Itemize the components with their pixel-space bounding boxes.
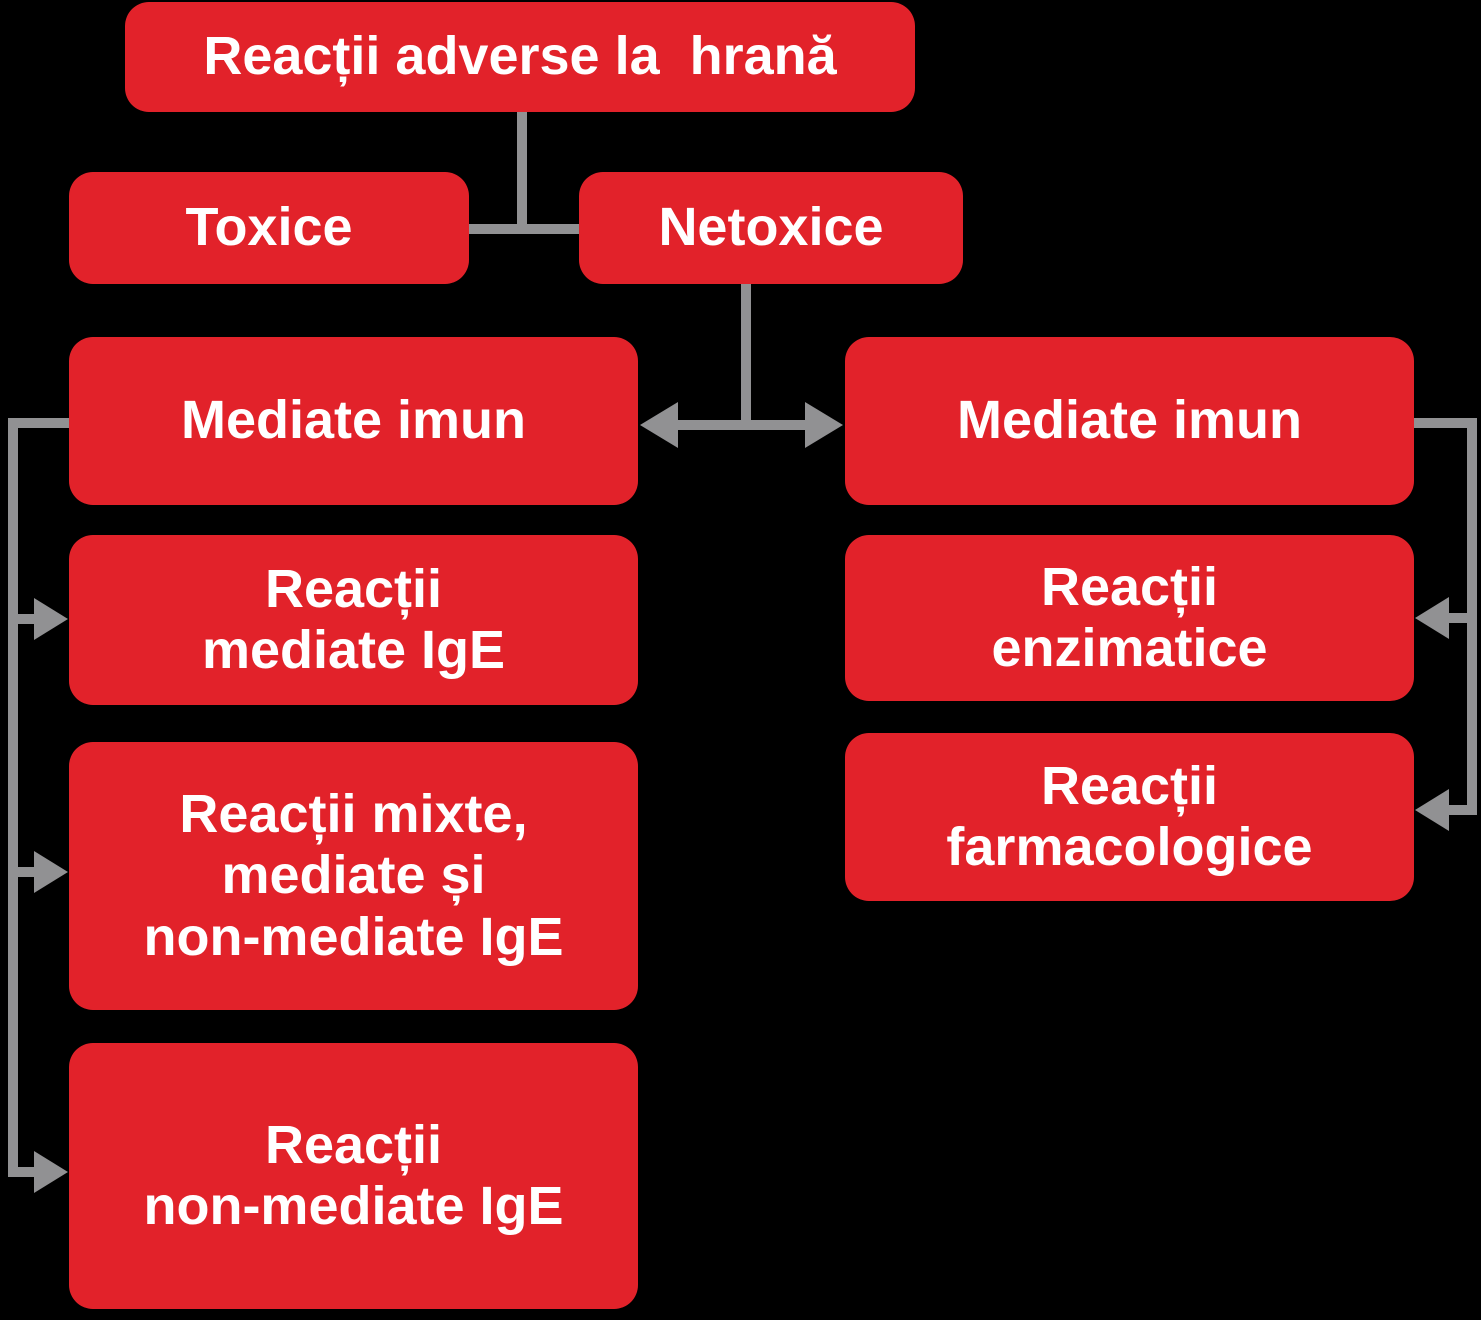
arrowhead-to-mixte: [34, 851, 68, 893]
node-label: Reacții non-mediate IgE: [143, 1114, 564, 1236]
node-reactii-non-mediate-ige: Reacții non-mediate IgE: [69, 1043, 638, 1309]
node-reactii-adverse-la-hrana: Reacții adverse la hrană: [125, 2, 915, 112]
node-netoxice: Netoxice: [579, 172, 963, 284]
node-label: Reacții farmacologice: [946, 755, 1313, 877]
node-reactii-mixte: Reacții mixte, mediate și non-mediate Ig…: [69, 742, 638, 1010]
arrowhead-to-mediate-ige: [34, 598, 68, 640]
node-toxice: Toxice: [69, 172, 469, 284]
node-label: Reacții adverse la hrană: [203, 26, 837, 87]
node-label: Reacții mixte, mediate și non-mediate Ig…: [143, 784, 564, 967]
arrowhead-to-enzimatice: [1415, 597, 1449, 639]
arrowhead-to-mediate-right: [805, 402, 843, 448]
node-label: Toxice: [185, 197, 353, 258]
arrowhead-to-mediate-left: [640, 402, 678, 448]
node-reactii-enzimatice: Reacții enzimatice: [845, 535, 1414, 701]
node-reactii-farmacologice: Reacții farmacologice: [845, 733, 1414, 901]
node-reactii-mediate-ige: Reacții mediate IgE: [69, 535, 638, 705]
node-label: Reacții enzimatice: [991, 556, 1268, 678]
node-mediate-imun-left: Mediate imun: [69, 337, 638, 505]
node-label: Mediate imun: [180, 390, 527, 451]
node-label: Mediate imun: [956, 390, 1303, 451]
connector-left-rail: [8, 418, 70, 1177]
arrowhead-to-farmacologice: [1415, 789, 1449, 831]
node-label: Reacții mediate IgE: [201, 558, 506, 680]
node-label: Netoxice: [658, 197, 884, 258]
node-mediate-imun-right: Mediate imun: [845, 337, 1414, 505]
arrowhead-to-non-mediate-ige: [34, 1151, 68, 1193]
